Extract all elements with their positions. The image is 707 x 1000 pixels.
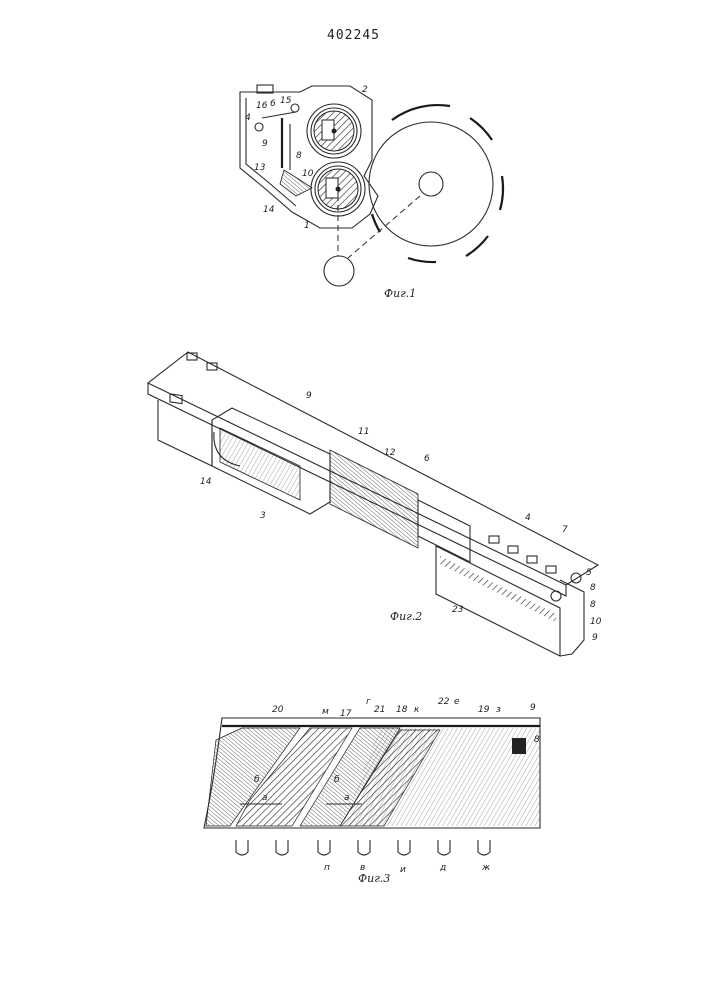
figure-2: 9 11 12 6 14 3 4 7 5 8 8 10 9 23 Фиг.2 — [148, 352, 602, 656]
fig2-label-23: 23 — [452, 605, 464, 615]
fig3-label-a2: а — [344, 793, 350, 803]
fig1-label-15: 15 — [280, 96, 292, 106]
fig1-label-4: 4 — [245, 113, 251, 123]
fig2-label-8b: 8 — [590, 600, 596, 610]
fig2-label-9: 9 — [306, 391, 312, 401]
fig3-arrow-label-i: и — [400, 865, 406, 875]
fig3-label-20: 20 — [272, 705, 284, 715]
fig3-label-e: е — [454, 697, 460, 707]
fig3-label-b2: б — [334, 775, 340, 785]
fig2-label-12: 12 — [384, 448, 396, 458]
fig1-label-14: 14 — [263, 205, 275, 215]
fig1-caption: Фиг.1 — [384, 287, 416, 300]
fig3-label-g: г — [366, 697, 371, 707]
fig3-label-k: к — [414, 705, 420, 715]
fig3-label-18: 18 — [396, 705, 408, 715]
fig3-label-a1: а — [262, 793, 268, 803]
fig3-label-m: м — [322, 707, 329, 717]
fig3-label-b1: б — [254, 775, 260, 785]
fig1-label-9: 9 — [262, 139, 268, 149]
figure-3: 20 м 17 г 21 18 к 22 е 19 з 9 8 б а б а … — [204, 697, 540, 885]
fig2-label-5: 5 — [586, 568, 592, 578]
fig1-label-6: 6 — [270, 99, 276, 109]
fig1-label-16: 16 — [256, 101, 268, 111]
fig2-label-14: 14 — [200, 477, 212, 487]
fig3-arrow-label-zh: ж — [481, 863, 491, 873]
fig1-label-13: 13 — [254, 163, 266, 173]
fig2-caption: Фиг.2 — [390, 610, 422, 623]
fig2-label-8a: 8 — [590, 583, 596, 593]
fig3-label-19: 19 — [478, 705, 490, 715]
fig3-label-17: 17 — [340, 709, 352, 719]
fig1-label-1: 1 — [304, 221, 310, 231]
fig1-label-10: 10 — [302, 169, 314, 179]
fig3-arrow-label-d: д — [439, 863, 446, 873]
fig2-label-7: 7 — [562, 525, 568, 535]
fig1-label-2: 2 — [362, 85, 368, 95]
fig2-label-6: 6 — [424, 454, 430, 464]
figure-1: 2 16 6 15 4 9 8 13 10 14 1 Фиг.1 — [240, 85, 503, 300]
fig3-arrow-label-p: п — [324, 863, 330, 873]
fig3-label-21: 21 — [374, 705, 385, 715]
fig2-label-4: 4 — [525, 513, 531, 523]
fig3-label-22: 22 — [438, 697, 450, 707]
fig3-caption: Фиг.3 — [358, 872, 390, 885]
fig3-label-8: 8 — [534, 735, 540, 745]
fig2-label-11: 11 — [358, 427, 369, 437]
fig2-label-3: 3 — [260, 511, 266, 521]
fig1-label-8: 8 — [296, 151, 302, 161]
fig3-label-9: 9 — [530, 703, 536, 713]
fig3-label-z: з — [496, 705, 501, 715]
fig2-label-9b: 9 — [592, 633, 598, 643]
fig2-label-10: 10 — [590, 617, 602, 627]
